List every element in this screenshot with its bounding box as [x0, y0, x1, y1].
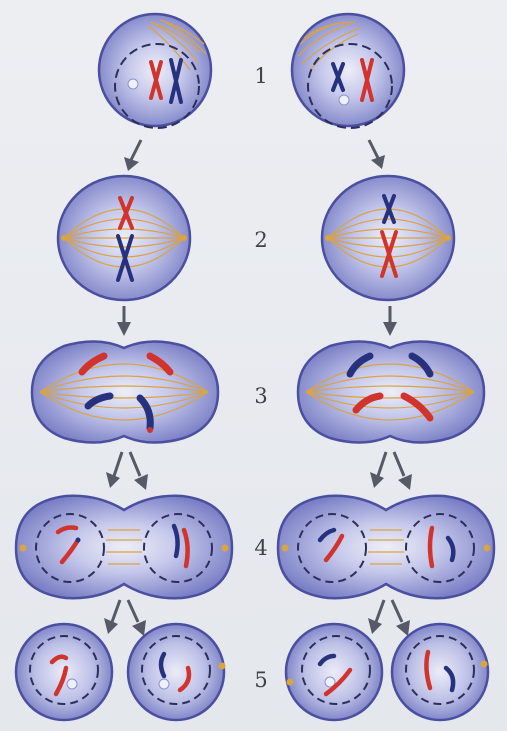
- stage-label-1: 1: [244, 64, 278, 88]
- stage-4-left-cell: [16, 496, 232, 598]
- stage-5-daughter-cell-4: [392, 624, 488, 720]
- nucleolus: [67, 679, 77, 689]
- stage-4-right-cell: [278, 496, 494, 598]
- stage-1-right-cell: [292, 14, 404, 128]
- stage-5-daughter-cell-3: [286, 624, 382, 720]
- stage-label-4: 4: [244, 536, 278, 560]
- arrow-2-3-right: [383, 306, 397, 336]
- arrow-4-5-left: [104, 600, 146, 636]
- arrow-1-2-right: [369, 140, 385, 169]
- stage-2-right-cell: [322, 176, 454, 300]
- nucleolus: [128, 79, 138, 89]
- nucleolus: [159, 679, 169, 689]
- stage-label-2: 2: [244, 228, 278, 252]
- stage-2-left-cell: [58, 176, 190, 300]
- stage-label-3: 3: [244, 384, 278, 408]
- stage-3-right-cell: [298, 341, 484, 442]
- stage-5-daughter-cell-2: [128, 624, 226, 720]
- arrow-1-2-left: [124, 140, 141, 171]
- stage-label-5: 5: [244, 668, 278, 692]
- arrow-2-3-left: [117, 306, 131, 336]
- arrow-3-4-right: [370, 452, 412, 490]
- stage-5-daughter-cell-1: [16, 624, 112, 720]
- stage-3-left-cell: [32, 341, 218, 442]
- stage-1-left-cell: [99, 14, 211, 128]
- arrow-4-5-right: [368, 600, 410, 636]
- arrow-3-4-left: [106, 452, 148, 490]
- nucleolus: [339, 95, 349, 105]
